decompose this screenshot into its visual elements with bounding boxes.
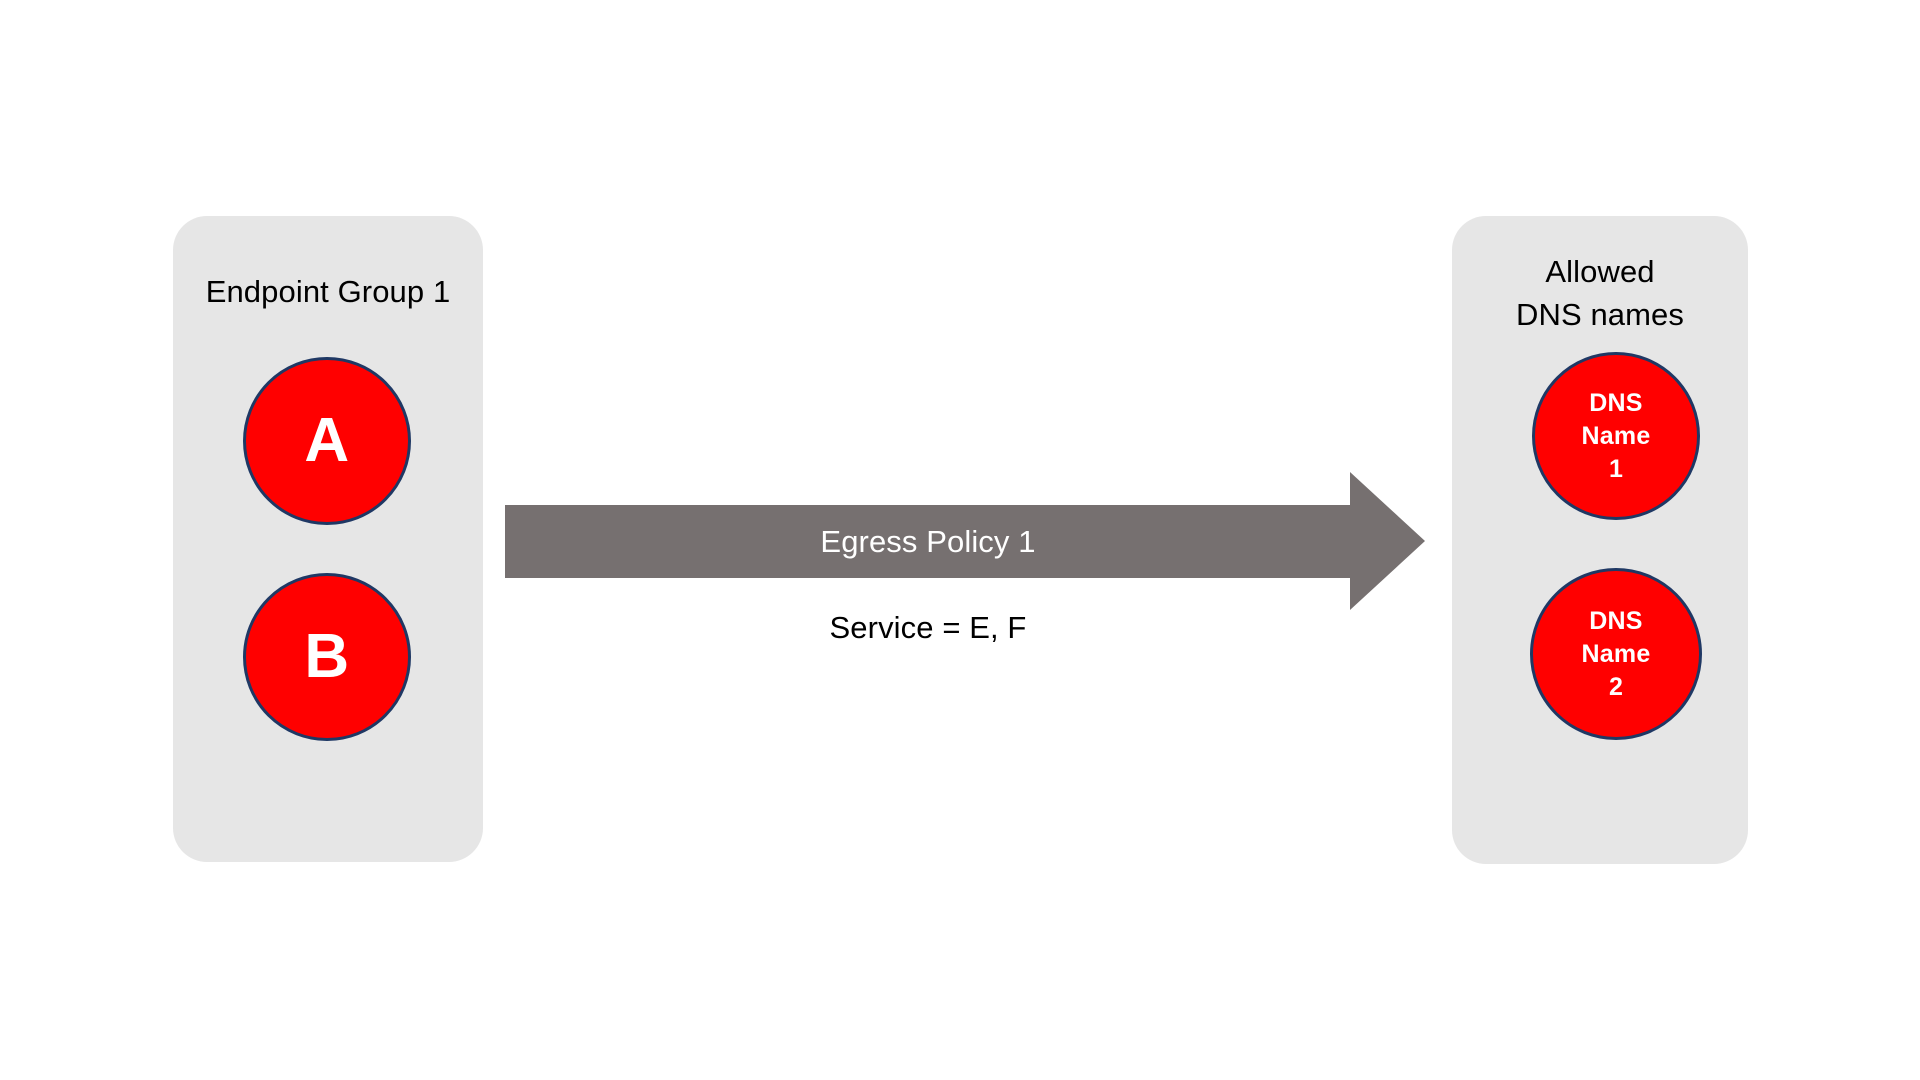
allowed-dns-panel: Allowed DNS names: [1452, 216, 1748, 864]
egress-arrow-shape: [505, 472, 1425, 610]
egress-service-label: Service = E, F: [829, 610, 1027, 645]
endpoint-node-b-label: B: [304, 622, 350, 691]
endpoint-node-b: B: [243, 573, 411, 741]
dns-name-2-node: DNS Name 2: [1530, 568, 1702, 740]
endpoint-group-panel: Endpoint Group 1: [173, 216, 483, 862]
endpoint-group-title: Endpoint Group 1: [205, 274, 451, 309]
dns-name-1-node: DNS Name 1: [1532, 352, 1700, 520]
egress-policy-arrow: [505, 470, 1425, 612]
dns-name-1-label: DNS Name 1: [1581, 388, 1651, 483]
dns-name-2-label: DNS Name 2: [1581, 606, 1651, 701]
allowed-dns-title: Allowed DNS names: [1515, 254, 1684, 332]
endpoint-node-a: A: [243, 357, 411, 525]
endpoint-node-a-label: A: [304, 406, 350, 475]
